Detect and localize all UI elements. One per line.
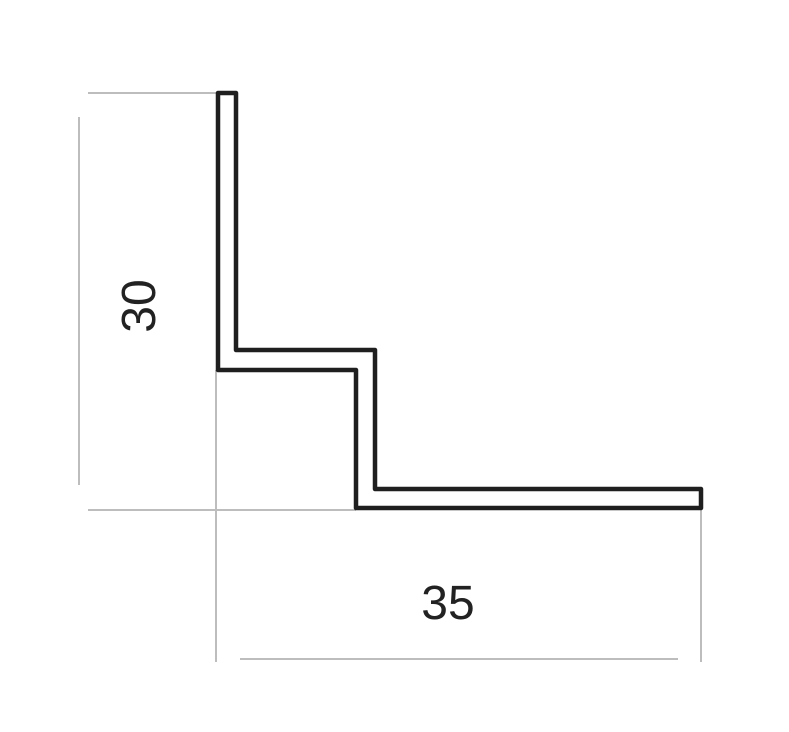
- width-dimension-label: 35: [421, 577, 474, 630]
- height-dimension-label: 30: [113, 279, 166, 332]
- dimension-lines: [78, 92, 702, 662]
- profile-outline: [215, 90, 704, 511]
